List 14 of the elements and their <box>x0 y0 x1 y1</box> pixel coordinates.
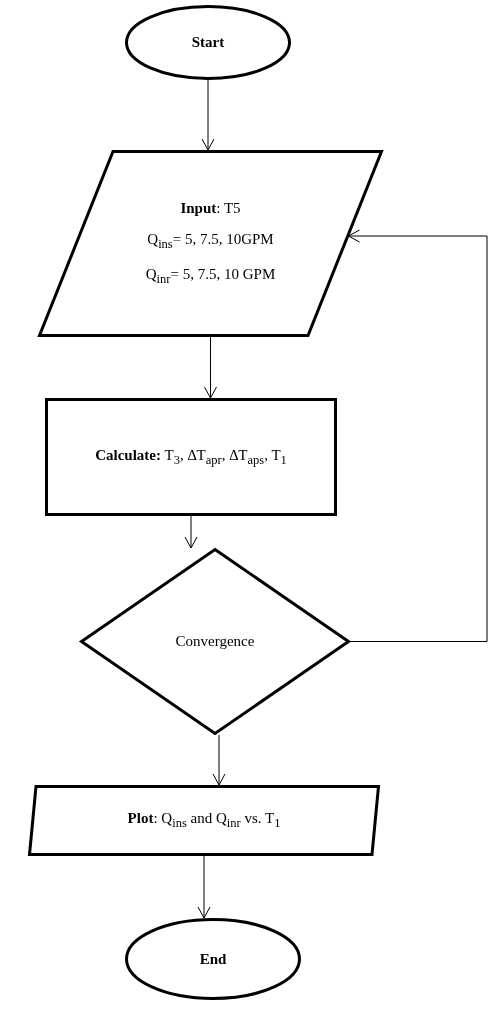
node-text: Input: T5 <box>180 200 241 217</box>
arrow <box>212 734 226 786</box>
arrow <box>184 515 198 549</box>
node-text: Q$_{ins}$= 5, 7.5, 10GPM <box>147 231 274 252</box>
arrow <box>348 229 488 642</box>
node-text: Q$_{inr}$= 5, 7.5, 10 GPM <box>145 266 276 287</box>
arrow <box>201 79 215 151</box>
arrow <box>204 336 217 399</box>
node-text: Plot: Q$_{ins}$ and Q$_{inr}$ vs. T$_{1}$ <box>127 810 281 831</box>
node-text: Calculate: T$_{3}$, ∆T$_{apr}$, ∆T$_{aps}$, T$_{1}$ <box>95 446 287 468</box>
terminal-label: End <box>199 950 227 968</box>
terminal-label: Start <box>191 34 225 51</box>
node-text: Convergence <box>175 633 255 650</box>
arrow <box>197 855 211 919</box>
